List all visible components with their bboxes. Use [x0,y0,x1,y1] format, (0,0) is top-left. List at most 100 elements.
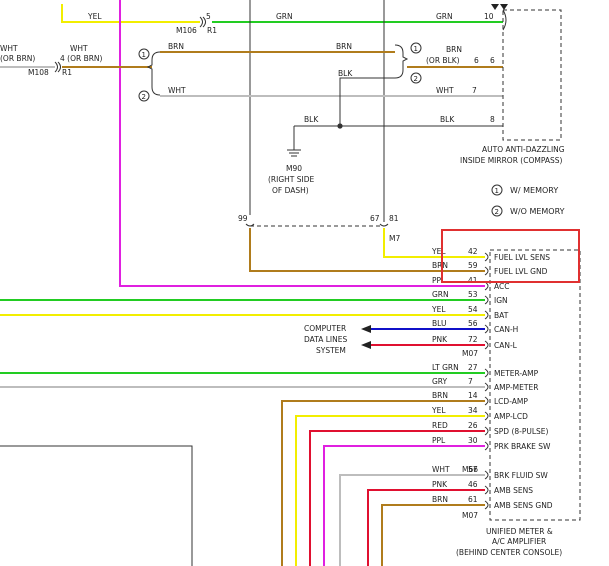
amp-row-color-8: GRY [432,377,448,386]
amp-row-label-9: LCD-AMP [494,397,528,406]
brace-right [394,44,409,79]
ground-m90: M90 (RIGHT SIDE OF DASH) [268,126,315,195]
amp-row-color-15: BRN [432,495,448,504]
amplifier-rows: COMPUTER DATA LINES SYSTEM M07 M66 M07 U… [0,247,581,566]
amp-row-color-14: PNK [432,480,448,489]
amp-row-pin-3: 53 [468,290,478,299]
brace-left [146,51,161,96]
label-brn-mirror-left: BRN [168,42,184,51]
amp-row-connector-13 [484,470,489,480]
mid-connector-group: 99 67 81 M7 [238,214,485,272]
legend-num-1: 1 [495,187,499,195]
amp-row-color-3: GRN [432,290,449,299]
label-blk-ground-left: BLK [304,115,319,124]
label-grn-top-left: GRN [276,12,293,21]
amp-row-pin-7: 27 [468,363,478,372]
arrow-mark-1 [491,4,499,10]
amp-row-connector-0 [484,252,489,262]
amp-row-color-0: YEL [431,247,446,256]
label-or-brn-left: (OR BRN) [0,54,35,63]
amp-row-label-2: ACC [494,282,509,291]
left-wire-group: WHT (OR BRN) WHT 4 (OR BRN) M108 R1 [0,44,152,77]
amp-row-color-7: LT GRN [432,363,459,372]
connector-m108 [54,61,58,73]
wire-yel-top [61,4,200,23]
amp-row-pin-6: 72 [468,335,478,344]
marker-2-right-text: 2 [414,75,418,83]
legend-marker-1 [491,184,503,196]
amp-row-pin-13: 57 [468,465,478,474]
amp-row-label-15: AMB SENS GND [494,501,553,510]
mirror-wire-group: 1 2 BRN BRN WHT WHT 7 1 2 BRN (OR BLK) 6… [138,4,565,165]
pin-7: 7 [472,86,477,95]
amp-row-pin-0: 42 [468,247,478,256]
amp-row-connector-4 [484,310,489,320]
highlight-box [441,229,580,283]
label-or-blk: (OR BLK) [426,56,460,65]
marker-1-left-text: 1 [142,51,146,59]
marker-2-left-text: 2 [142,93,146,101]
conn-99 [245,223,255,227]
computer-line-1: COMPUTER [304,324,346,333]
legend-item-2: W/O MEMORY [510,207,565,216]
amp-row-connector-1 [484,266,489,276]
amp-row-label-6: CAN-L [494,341,518,350]
amp-row-pin-4: 54 [468,305,478,314]
amp-row-color-5: BLU [432,319,446,328]
label-brn-mirror-right: BRN [446,45,462,54]
amp-row-label-10: AMP-LCD [494,412,528,421]
label-wht-left-2: WHT [70,44,88,53]
ground-line-1: (RIGHT SIDE [268,175,315,184]
legend-marker-2 [491,205,503,217]
wire-red-26 [309,430,485,566]
mirror-label-2: INSIDE MIRROR (COMPASS) [460,156,563,165]
amp-name-1: UNIFIED METER & [486,527,553,536]
amp-row-label-3: IGN [494,296,508,305]
amp-row-pin-9: 14 [468,391,478,400]
amp-row-pin-14: 46 [468,480,478,489]
label-wht-mirror-left: WHT [168,86,186,95]
amp-row-color-10: YEL [431,406,446,415]
amp-row-connector-14 [484,485,489,495]
amp-row-connector-7 [484,368,489,378]
amp-row-pin-1: 59 [468,261,478,270]
amp-row-connector-11 [484,426,489,436]
label-pin-4: 4 (OR BRN) [60,54,103,63]
label-blk-ground-right: BLK [440,115,455,124]
ground-symbol [287,149,301,157]
wire-yel-42 [383,228,485,258]
label-wht-mirror-right: WHT [436,86,454,95]
amp-row-label-4: BAT [494,311,509,320]
pin-6a: 6 [474,56,479,65]
marker-1-left [138,48,150,60]
mirror-box [502,9,562,141]
legend-item-1: W/ MEMORY [510,186,558,195]
conn-r1-top: R1 [207,26,217,35]
amp-row-color-1: BRN [432,261,448,270]
connector-m106-mate [202,16,206,28]
amp-row-connector-15 [484,500,489,510]
marker-1-right [410,42,422,54]
pin-10: 10 [484,12,494,21]
amp-row-color-2: PPL [432,276,446,285]
arrow-mark-2 [500,4,508,10]
wire-wht-57 [339,474,485,566]
arrow-can-h [361,325,371,333]
amp-row-pin-11: 26 [468,421,478,430]
marker-2-right [410,72,422,84]
amp-row-color-12: PPL [432,436,446,445]
amp-conn-2: M66 [462,465,478,474]
marker-1-right-text: 1 [414,45,418,53]
amp-row-pin-5: 56 [468,319,478,328]
conn-m106: M106 [176,26,197,35]
conn-r1-left: R1 [62,68,72,77]
amp-row-color-4: YEL [431,305,446,314]
computer-line-2: DATA LINES [304,335,347,344]
amplifier-box [489,249,581,521]
amp-row-pin-2: 41 [468,276,478,285]
splice-dot [337,123,343,129]
amp-row-connector-5 [484,324,489,334]
amp-row-color-9: BRN [432,391,448,400]
connector-m106 [199,16,203,28]
